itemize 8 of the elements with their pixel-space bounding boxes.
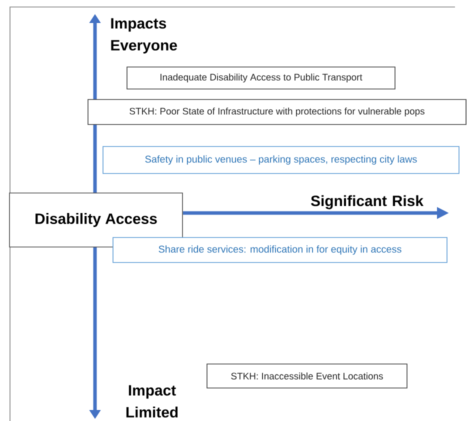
text-box: STKH: Inaccessible Event Locations: [206, 364, 408, 388]
text-box: Inadequate Disability Access to Public Transport: [126, 66, 396, 90]
text-box: Share ride services: modification in for equity in access: [112, 237, 448, 263]
text-box: Safety in public venues – parking spaces, respecting city laws: [102, 146, 460, 174]
axis-label: Impact Limited: [126, 385, 178, 418]
axis-label: Impacts Everyone: [111, 18, 177, 54]
axis-label: Significant Risk: [310, 195, 424, 210]
text-box: STKH: Poor State of Infrastructure with protections for vulnerable pops: [88, 99, 466, 125]
